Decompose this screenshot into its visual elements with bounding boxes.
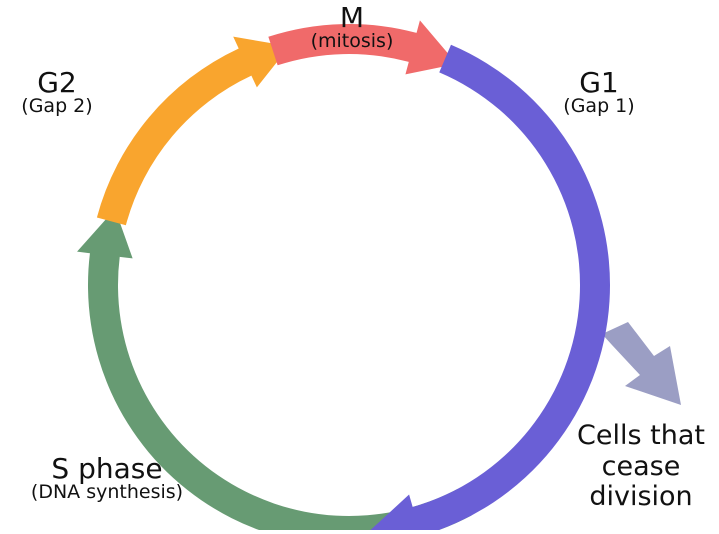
cease-division-line-2: cease [601,450,681,482]
m-phase-name: M [339,1,365,34]
g2-phase-name: G2 [37,66,77,99]
g2-phase-label: G2 (Gap 2) [2,68,112,117]
s-phase-name: S phase [51,452,163,485]
s-phase-label: S phase (DNA synthesis) [4,454,210,503]
m-phase-arrow [268,20,457,75]
cease-division-line-1: Cells that [577,420,705,451]
g2-phase-description: (Gap 2) [21,95,93,118]
exit-arrow [602,322,681,405]
m-phase-label: M (mitosis) [272,3,432,52]
g2-phase-arrow [96,36,290,226]
g1-phase-label: G1 (Gap 1) [534,68,664,117]
g1-phase-description: (Gap 1) [563,95,635,118]
m-phase-description: (mitosis) [310,30,394,53]
g1-phase-name: G1 [579,66,619,99]
cease-division-label: Cells that cease division [563,420,719,513]
s-phase-arrow [77,208,472,534]
cease-division-line-3: division [589,481,693,512]
g1-phase-arrow [370,44,610,534]
s-phase-description: (DNA synthesis) [30,481,184,504]
